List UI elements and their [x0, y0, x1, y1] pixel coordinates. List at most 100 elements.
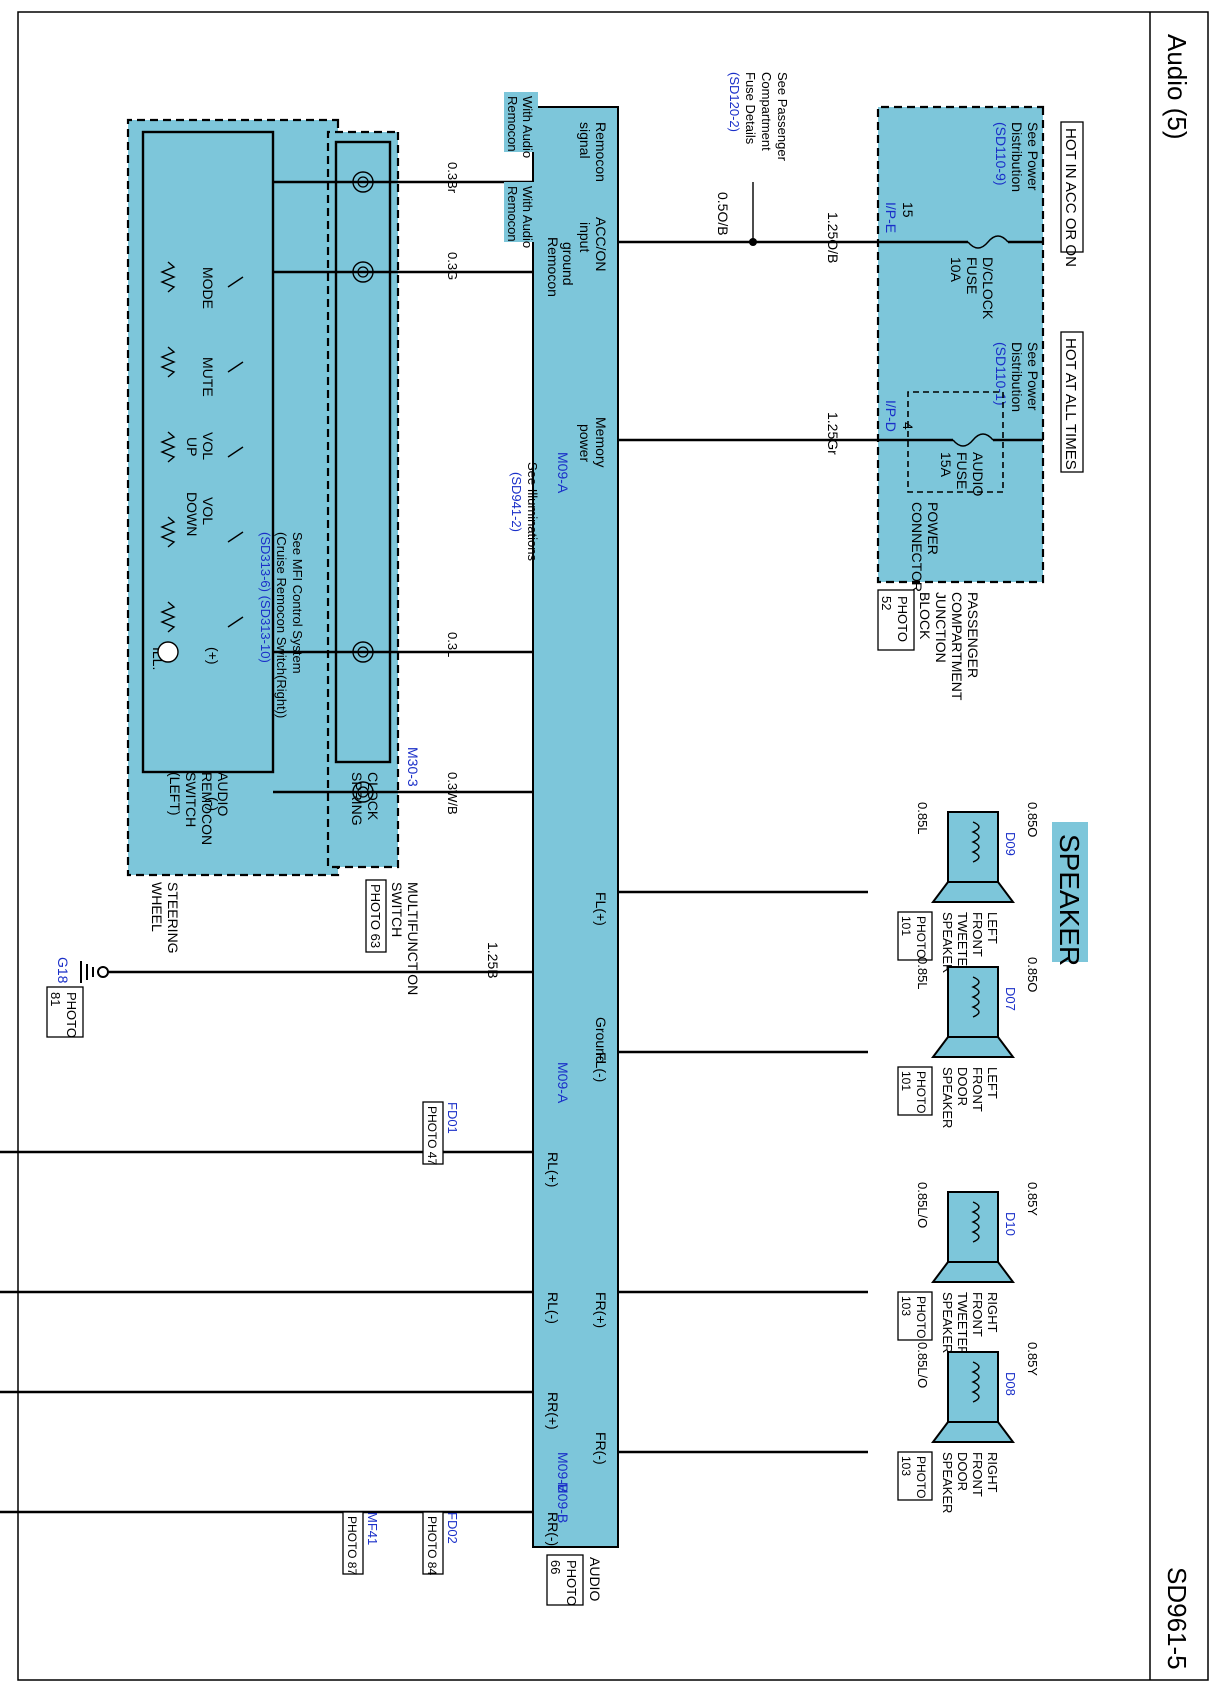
- connector-2-photo-box: [342, 1511, 364, 1575]
- audio-conn-b2: M09-B: [555, 1482, 571, 1523]
- power-connector-label: POWER: [925, 502, 941, 555]
- audio-conn-a2: M09-A: [555, 1062, 571, 1104]
- front-speaker-0-coil: [971, 821, 980, 863]
- switch-vol-up-2: UP: [184, 437, 200, 456]
- mf-photo: PHOTO 63: [368, 884, 383, 948]
- see-passenger-2: Compartment: [759, 72, 774, 151]
- front-speaker-0-photo-box: [897, 911, 933, 961]
- ill-minus: (-): [205, 797, 221, 811]
- front-speaker-0-wire-plus: 0.85O: [1025, 802, 1040, 837]
- pin-ground-label: Ground: [593, 1017, 609, 1064]
- front-speaker-0-wire-minus: 0.85L: [915, 802, 930, 835]
- audio-conn-b: M09-B: [555, 1452, 571, 1493]
- front-speaker-2-conn: D10: [1003, 1212, 1018, 1236]
- remocon-resistor-1: [160, 346, 176, 378]
- fuse1-name: D/CLOCK: [980, 257, 996, 320]
- clock-spring-coil-1: [352, 261, 374, 283]
- remocon-label-2: REMOCON: [199, 772, 215, 845]
- pin-remocon-signal: Remocon: [593, 122, 609, 182]
- junction-block: [876, 105, 1045, 584]
- ground-photo-num: 81: [48, 992, 63, 1006]
- pin-fr-plus: FR(+): [593, 1292, 609, 1328]
- front-speaker-2-coil: [971, 1201, 980, 1243]
- front-speaker-2-photo: PHOTO: [914, 1296, 928, 1338]
- remocon-wire-color-0: 0.3Br: [445, 162, 460, 194]
- switch-mute: MUTE: [200, 357, 216, 397]
- wire-acc-color2: 0.5O/B: [715, 192, 731, 236]
- clock-spring-conn: M30-3: [405, 747, 421, 787]
- connector-1-photo: PHOTO 84: [425, 1516, 439, 1575]
- hot-acc-label-box: [1060, 121, 1084, 253]
- clock-spring-coil-inner-0: [357, 176, 369, 188]
- clock-spring-coil-inner-1: [357, 266, 369, 278]
- clock-spring-coil-2: [352, 641, 374, 663]
- see-illum-1: See Illuminations: [525, 462, 540, 561]
- multifunction-2: SWITCH: [389, 882, 405, 937]
- remocon-resistor-2: [160, 431, 176, 463]
- front-speaker-3-name-1: FRONT: [970, 1452, 985, 1497]
- see-mfi-1: See MFI Control System: [290, 532, 305, 674]
- pin-rl-plus: RL(+): [545, 1152, 561, 1187]
- remocon-switch-2: [227, 446, 244, 458]
- front-speaker-2-wire-plus: 0.85Y: [1025, 1182, 1040, 1216]
- mf-photo-box: [365, 879, 387, 953]
- front-speaker-0-name-3: SPEAKER: [940, 912, 955, 973]
- pin-remocon-signal-b: signal: [577, 122, 593, 159]
- see-mfi-ref: (SD313-6) (SD313-10): [258, 532, 273, 663]
- audio-label: AUDIO: [587, 1557, 603, 1601]
- front-speaker-1-name-1: FRONT: [970, 1067, 985, 1112]
- fuse1-name-b: FUSE: [964, 257, 980, 294]
- connector-2-id: MF41: [365, 1512, 380, 1545]
- front-speaker-1-cone: [931, 1036, 1015, 1058]
- front-speaker-2-photo-num: 103: [899, 1296, 913, 1316]
- clock-spring-frame: [334, 140, 392, 764]
- front-speaker-3-name-2: DOOR: [955, 1452, 970, 1491]
- ground-wire-color: 1.25B: [485, 942, 501, 979]
- fuse1-symbol: [967, 235, 1009, 249]
- ground-id: G18: [55, 957, 71, 984]
- pin-acc-label-b: input: [577, 222, 593, 252]
- front-speaker-0-photo-num: 101: [899, 916, 913, 936]
- switch-mode: MODE: [200, 267, 216, 309]
- rear-speakers-group: LEFTREARDOORSPEAKERPHOTO106D370.85G0.85P…: [0, 1101, 533, 1575]
- fuse1-rating: 10A: [948, 257, 964, 283]
- steering-wheel-block: [126, 118, 340, 877]
- with-remocon-1a: With Audio: [520, 96, 535, 158]
- pin-rr-plus: RR(+): [545, 1392, 561, 1430]
- pin-rr-minus: RR(-): [545, 1512, 561, 1546]
- speaker-section-title: SPEAKER: [1054, 834, 1085, 966]
- connector-0-photo: PHOTO 47: [425, 1106, 439, 1165]
- front-speaker-1-coil: [971, 976, 980, 1018]
- audio-fuse-box: [907, 391, 1004, 493]
- remocon-resistor-3: [160, 516, 176, 548]
- front-speaker-3-wire-minus: 0.85L/O: [915, 1342, 930, 1388]
- steering-label-1: STEERING: [165, 882, 181, 954]
- clock-spring-block: [326, 130, 400, 869]
- front-speaker-0-cone: [931, 881, 1015, 903]
- front-speaker-1-photo-num: 101: [899, 1071, 913, 1091]
- front-speaker-3-photo: PHOTO: [914, 1456, 928, 1498]
- fuse1-conn: I/P-E: [883, 202, 899, 233]
- front-speaker-0-conn: D09: [1003, 832, 1018, 856]
- front-speaker-3-conn: D08: [1003, 1372, 1018, 1396]
- remocon-resistor-4: [160, 601, 176, 633]
- fuse2-name-b: FUSE: [954, 452, 970, 489]
- remocon-switch-box: [141, 130, 275, 774]
- remocon-switch-0: [227, 276, 244, 288]
- hot-all-label-box: [1060, 331, 1084, 473]
- pin-fr-minus: FR(-): [593, 1432, 609, 1465]
- front-speakers-group: LEFTFRONTTWEETERSPEAKERPHOTO101D090.85O0…: [618, 802, 1040, 1513]
- front-speaker-2-name-0: RIGHT: [985, 1292, 1000, 1333]
- front-speaker-1-conn: D07: [1003, 987, 1018, 1011]
- clock-spring-label-2: SPRING: [349, 772, 365, 826]
- pin-fl-plus: FL(+): [593, 892, 609, 926]
- with-remocon-2b: Remocon: [505, 186, 520, 242]
- hot-acc-label: HOT IN ACC OR ON: [1062, 128, 1079, 267]
- remocon-switch-4: [227, 616, 244, 628]
- hot-all-label: HOT AT ALL TIMES: [1062, 338, 1079, 470]
- jb-name-2: COMPARTMENT: [949, 592, 965, 701]
- with-remocon-1b: Remocon: [505, 96, 520, 152]
- front-speaker-3-photo-num: 103: [899, 1456, 913, 1476]
